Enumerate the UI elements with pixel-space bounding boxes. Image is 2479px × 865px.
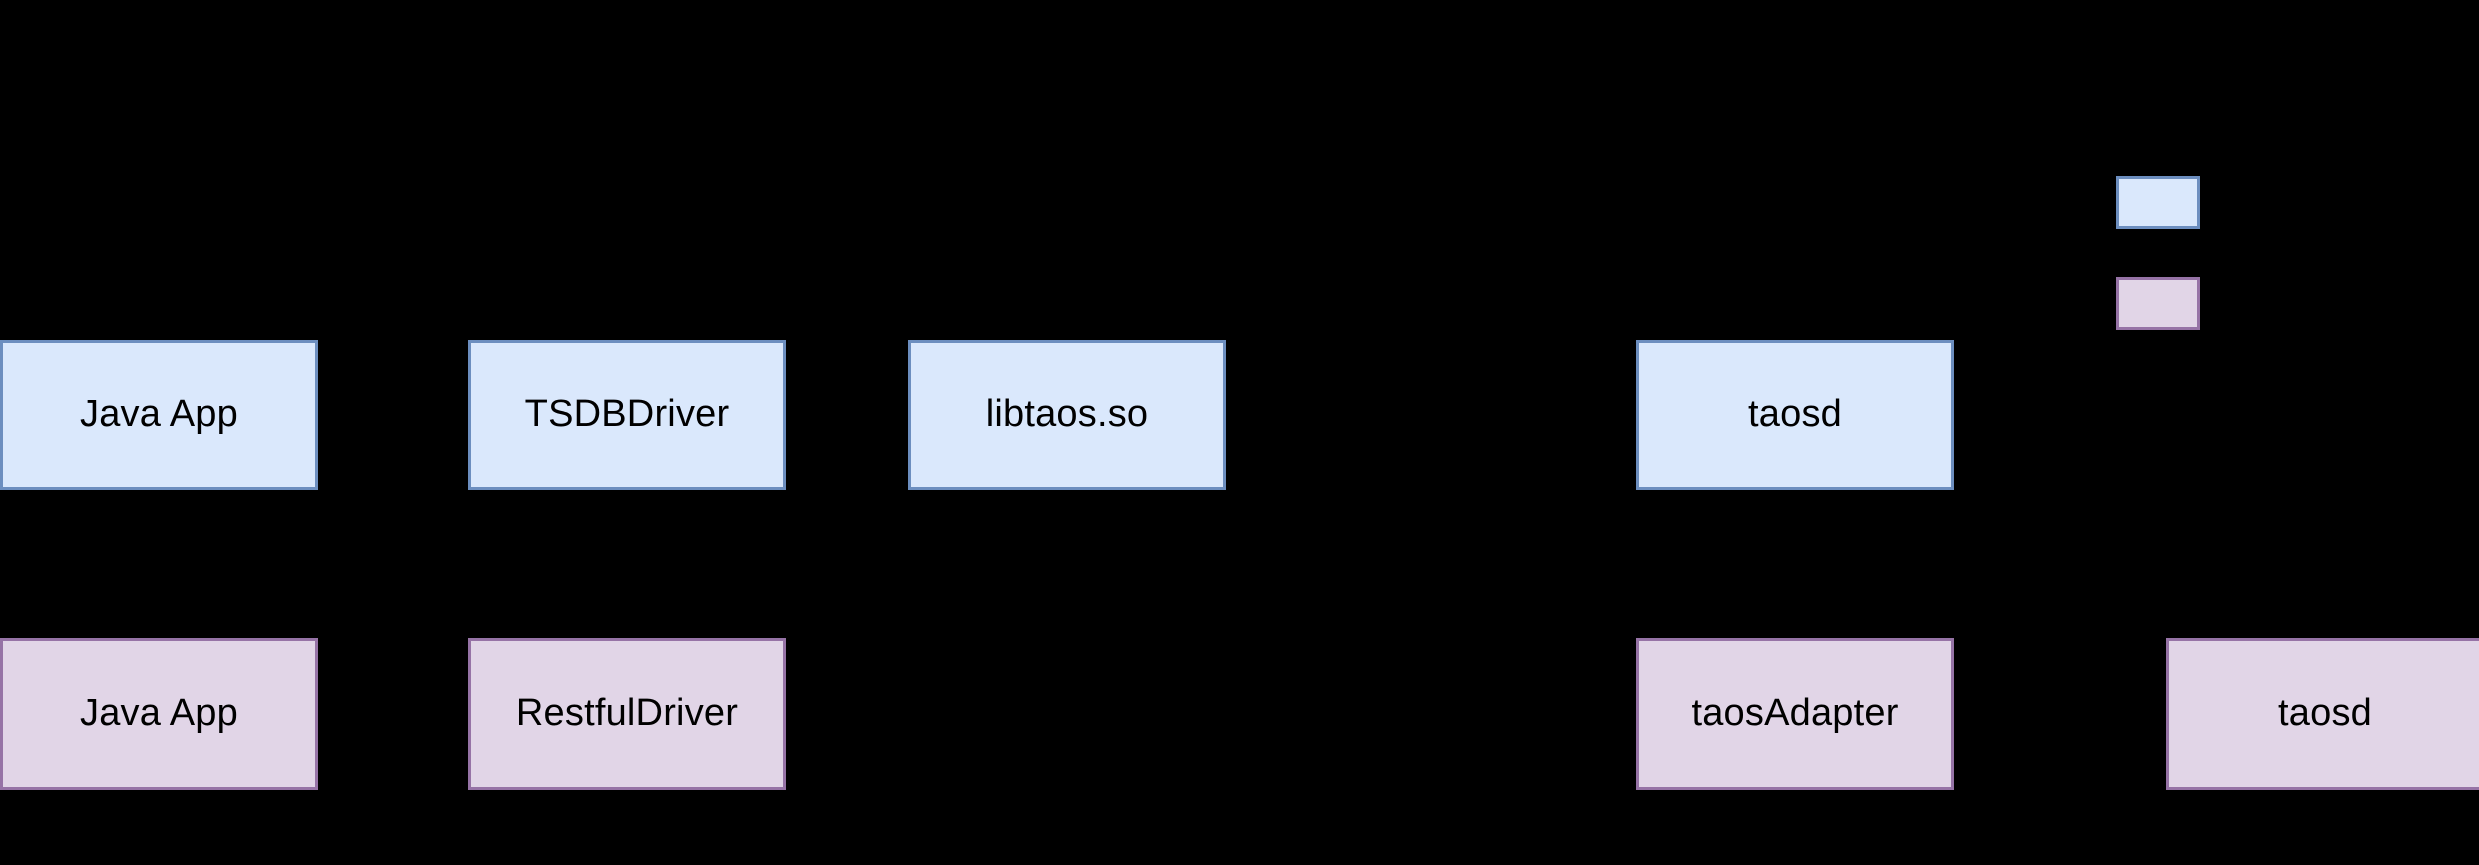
node-taosd-rest[interactable]: taosd xyxy=(2166,638,2479,790)
node-label: taosAdapter xyxy=(1691,692,1899,735)
node-restful-driver[interactable]: RestfulDriver xyxy=(468,638,786,790)
node-taosd-native[interactable]: taosd xyxy=(1636,340,1954,490)
node-taos-adapter[interactable]: taosAdapter xyxy=(1636,638,1954,790)
node-label: RestfulDriver xyxy=(515,692,739,735)
node-java-app-native[interactable]: Java App xyxy=(0,340,318,490)
node-libtaos-so[interactable]: libtaos.so xyxy=(908,340,1226,490)
node-label: TSDBDriver xyxy=(524,393,730,436)
node-tsdb-driver[interactable]: TSDBDriver xyxy=(468,340,786,490)
node-label: taosd xyxy=(1748,393,1842,436)
node-java-app-rest[interactable]: Java App xyxy=(0,638,318,790)
node-label: Java App xyxy=(80,393,238,436)
legend-swatch-native xyxy=(2116,176,2200,229)
legend-swatch-rest xyxy=(2116,277,2200,330)
node-label: taosd xyxy=(2278,692,2372,735)
node-label: Java App xyxy=(80,692,238,735)
node-label: libtaos.so xyxy=(985,393,1149,436)
